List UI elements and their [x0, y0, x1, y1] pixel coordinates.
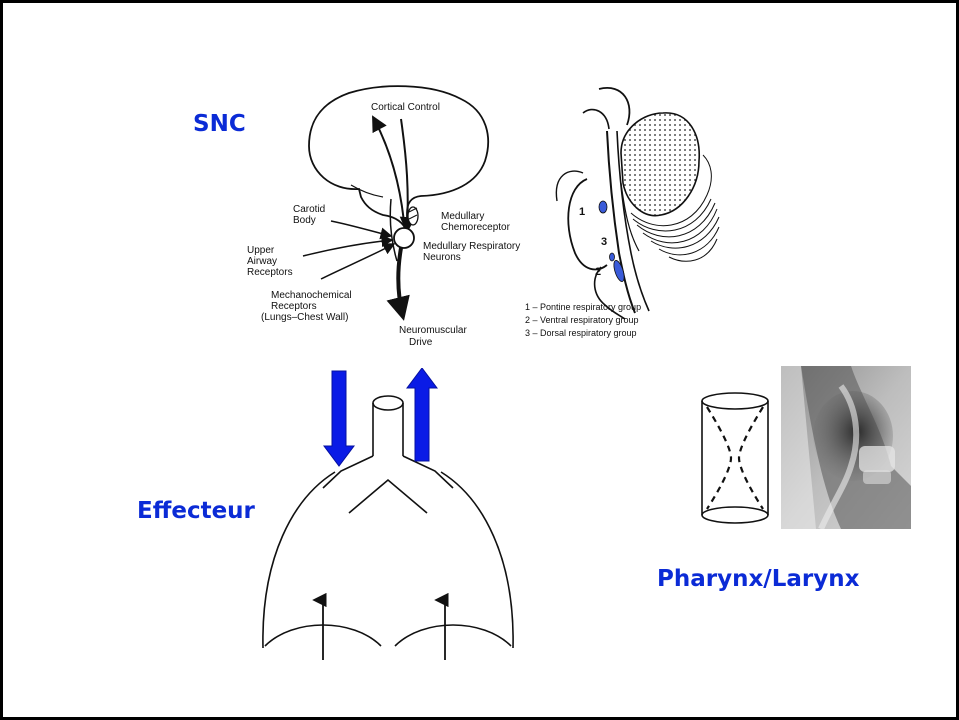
ventral-group-marker — [612, 259, 626, 282]
brainstem-diagram: 1 2 3 1 – Pontine respiratory group 2 – … — [523, 83, 723, 345]
legend-dorsal: 3 – Dorsal respiratory group — [525, 328, 637, 338]
right-diaphragm — [395, 625, 511, 646]
xray-image — [781, 366, 911, 529]
dorsal-group-marker — [610, 253, 615, 261]
lungs-diagram — [253, 368, 523, 663]
cortex-to-medulla-arrow — [401, 119, 408, 231]
respiratory-control-diagram: Cortical Control Carotid Body Upper Airw… — [231, 81, 551, 356]
legend-pontine: 1 – Pontine respiratory group — [525, 302, 641, 312]
medullary-chemoreceptor-label-1: Medullary — [441, 211, 484, 222]
medullary-respiratory-label-1: Medullary Respiratory — [423, 241, 520, 252]
pons-inner — [556, 171, 583, 201]
medullary-respiratory-label-2: Neurons — [423, 252, 461, 263]
collapse-dashed-left — [707, 407, 731, 509]
neuromuscular-drive-label-1: Neuromuscular — [399, 325, 467, 336]
left-lung-outline — [263, 472, 335, 648]
collapse-dashed-right — [739, 407, 763, 509]
cylinder-bottom — [702, 507, 768, 523]
pharynx-cylinder-diagram — [695, 391, 779, 526]
carotid-input-arrow — [331, 221, 391, 236]
effecteur-heading: Effecteur — [137, 498, 255, 524]
upper-airway-label-1: Upper — [247, 245, 275, 256]
cerebellum-dotted — [621, 113, 699, 216]
medullary-chemoreceptor-label-2: Chemoreceptor — [441, 222, 511, 233]
brainstem-line — [390, 199, 397, 261]
pharynx-larynx-heading: Pharynx/Larynx — [657, 566, 859, 592]
brain-top-curve — [599, 88, 629, 125]
brain-top-curve-2 — [583, 110, 609, 129]
neuromuscular-drive-arrow — [398, 248, 403, 317]
mechanochemical-label-3: (Lungs–Chest Wall) — [261, 312, 348, 323]
cylinder-top — [702, 393, 768, 409]
neuromuscular-drive-label-2: Drive — [409, 337, 433, 348]
up-arrow-icon — [407, 368, 437, 461]
mechanochemical-label-1: Mechanochemical — [271, 290, 352, 301]
airway-input-arrow — [303, 240, 392, 256]
marker-number-2: 2 — [595, 266, 601, 278]
mechanochemical-label-2: Receptors — [271, 301, 317, 312]
legend-ventral: 2 – Ventral respiratory group — [525, 315, 639, 325]
right-lung-outline — [441, 472, 513, 648]
marker-number-3: 3 — [601, 236, 607, 248]
brain-fold — [351, 185, 383, 197]
trachea-top — [373, 396, 403, 410]
carotid-body-label-2: Body — [293, 215, 316, 226]
respiratory-neurons-circle — [394, 228, 414, 248]
upper-airway-label-3: Receptors — [247, 267, 293, 278]
pontine-group-marker — [599, 201, 607, 213]
pons-outline — [568, 179, 607, 269]
bronchus-inner — [349, 480, 427, 513]
cortical-control-label: Cortical Control — [371, 102, 440, 113]
carotid-body-label-1: Carotid — [293, 204, 325, 215]
down-arrow-icon — [324, 371, 354, 466]
bronchus-left-outer — [323, 456, 373, 488]
marker-number-1: 1 — [579, 206, 585, 218]
upper-airway-label-2: Airway — [247, 256, 277, 267]
